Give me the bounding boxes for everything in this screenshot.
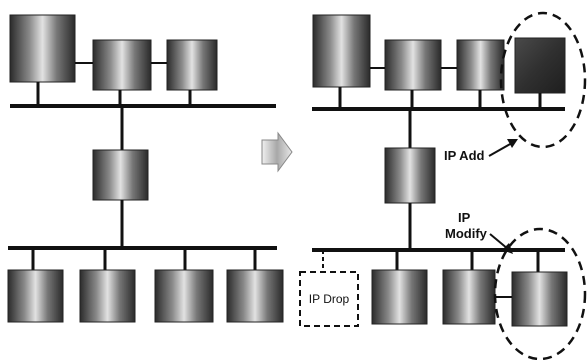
modified-host-node — [512, 272, 567, 326]
host-node — [8, 270, 63, 322]
right-bottom-segment: IP Drop — [300, 250, 567, 326]
server-node — [93, 40, 151, 90]
left-network — [8, 15, 283, 322]
right-arrow-icon — [262, 133, 292, 171]
server-node — [167, 40, 217, 90]
left-top-segment — [10, 15, 276, 106]
ip-add-arrow — [489, 143, 512, 156]
host-node — [372, 270, 427, 324]
host-node — [443, 270, 495, 324]
host-node — [227, 270, 283, 322]
server-node — [313, 15, 370, 87]
right-top-segment — [312, 15, 565, 109]
ip-add-label: IP Add — [444, 148, 485, 163]
server-node — [10, 15, 75, 82]
ip-modify-label-line1: IP — [458, 210, 471, 225]
right-network: IP Add IP Modify IP Drop — [300, 13, 585, 359]
ip-add-arrowhead — [507, 139, 518, 148]
ip-modify-label-line2: Modify — [445, 226, 488, 241]
host-node — [80, 270, 135, 322]
added-server-node — [515, 38, 565, 93]
host-node — [155, 270, 213, 322]
server-node — [385, 40, 441, 90]
router-node — [385, 148, 435, 203]
left-bottom-segment — [8, 248, 283, 322]
ip-drop-label: IP Drop — [309, 292, 350, 306]
router-node — [93, 150, 148, 200]
server-node — [457, 40, 504, 90]
